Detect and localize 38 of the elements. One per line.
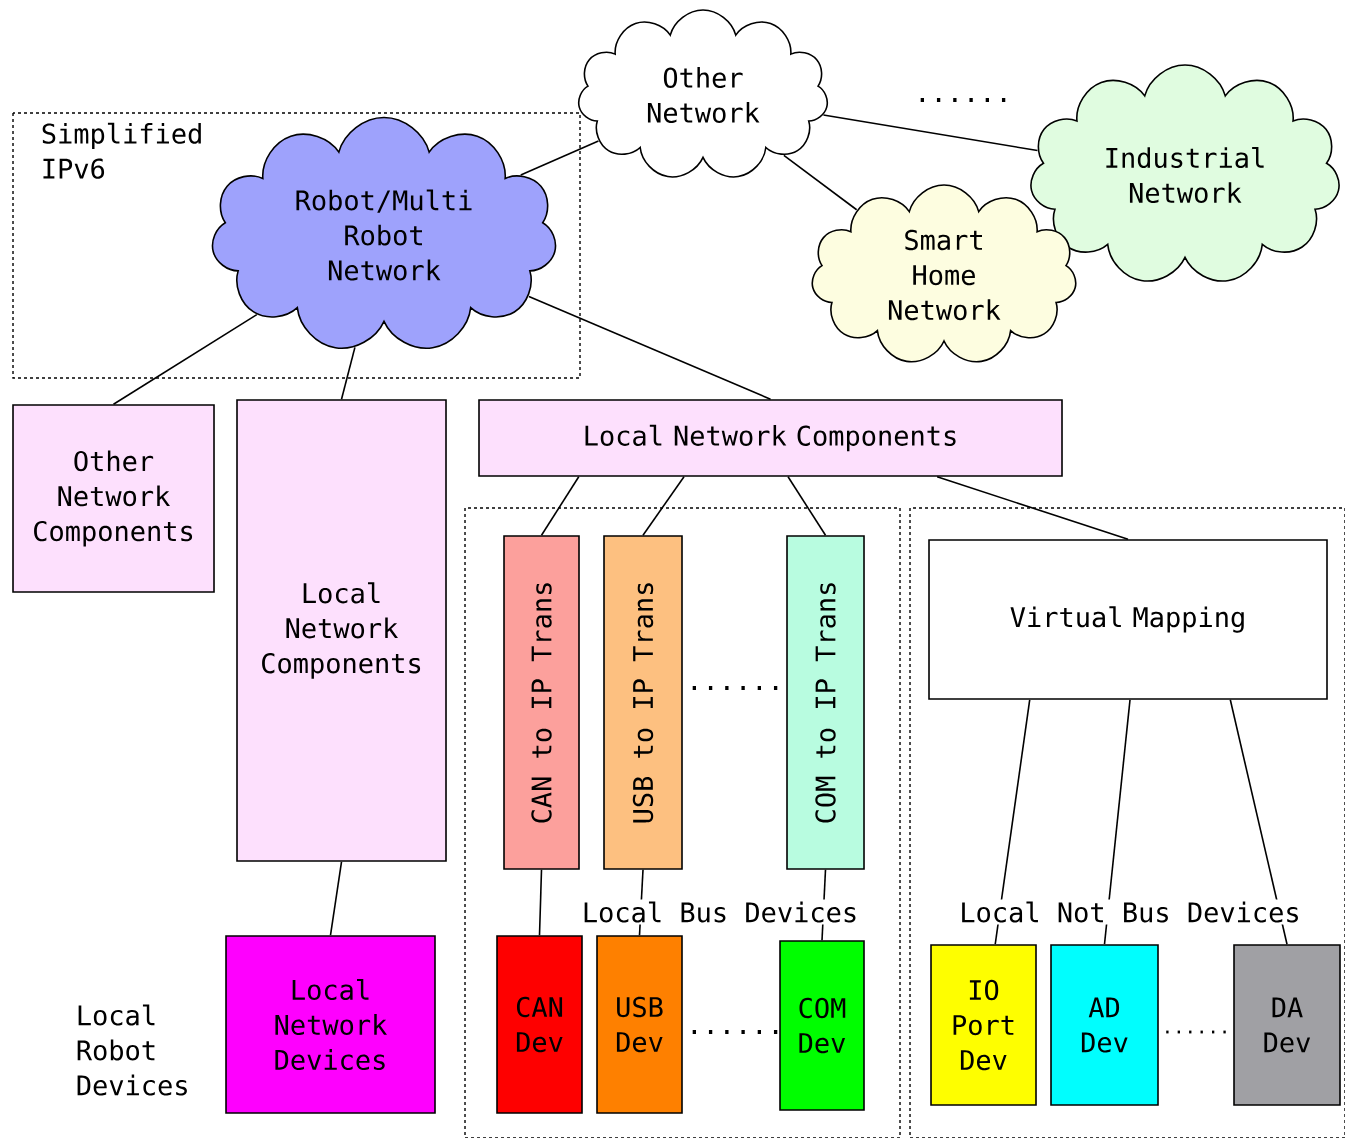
connector-line (329, 861, 343, 936)
connector-line (994, 699, 1031, 945)
text-label: ...... (692, 1030, 778, 1034)
network-cloud: Industrial Network (1030, 64, 1340, 282)
connector-line (822, 114, 1039, 152)
process-box: IO Port Dev (930, 944, 1037, 1106)
text-label: Local Robot Devices (77, 1004, 187, 1096)
text-label: ...... (920, 98, 1006, 102)
connector-line (340, 346, 356, 400)
connector-line (538, 869, 543, 936)
text-label: ...... (1166, 1030, 1226, 1034)
connector-line (1103, 699, 1131, 945)
network-cloud: Smart Home Network (811, 184, 1077, 363)
process-box: Local Network Components (478, 399, 1063, 477)
rotated-label-box: USB to IP Trans (603, 535, 683, 870)
rotated-label-box: COM to IP Trans (786, 535, 865, 870)
process-box: AD Dev (1050, 944, 1159, 1106)
network-cloud: Robot/Multi Robot Network (211, 116, 557, 349)
process-box: Other Network Components (12, 404, 215, 593)
process-box: COM Dev (779, 940, 865, 1111)
connector-line (783, 154, 858, 211)
process-box: Local Network Components (236, 399, 447, 862)
connector-line (112, 313, 258, 405)
connector-line (787, 476, 827, 536)
connector-line (936, 476, 1129, 540)
connector-line (1229, 699, 1288, 945)
connector-line (540, 476, 580, 536)
network-cloud: Other Network (577, 9, 829, 178)
process-box: USB Dev (596, 935, 683, 1114)
process-box: DA Dev (1233, 944, 1341, 1106)
process-box: Local Network Devices (225, 935, 436, 1114)
rotated-label-box: CAN to IP Trans (503, 535, 580, 870)
process-box: Virtual Mapping (928, 539, 1328, 700)
connector-line (642, 476, 685, 536)
connector-line (528, 295, 772, 400)
connector-line (519, 140, 600, 176)
text-label: ...... (692, 686, 778, 690)
process-box: CAN Dev (496, 935, 583, 1114)
